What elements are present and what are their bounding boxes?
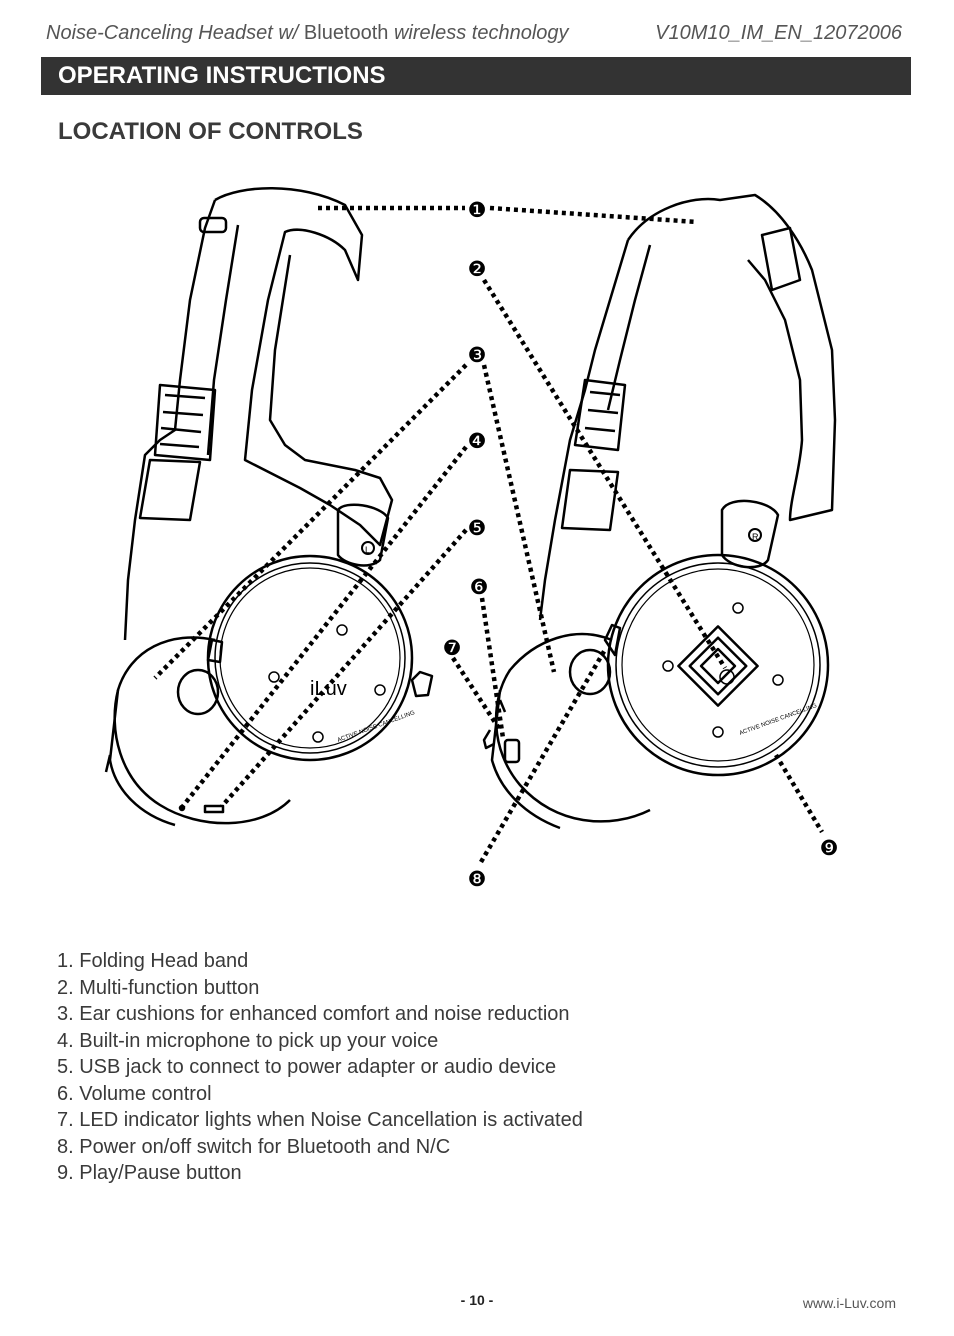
page-title: LOCATION OF CONTROLS <box>58 118 363 145</box>
callout-5: ❺ <box>468 516 487 540</box>
headset-diagram: L iLuv ACTIVE NOISE CANCELLING <box>104 187 839 891</box>
footer-website: www.i-Luv.com <box>802 1295 896 1311</box>
callout-leader-lines <box>153 205 824 864</box>
callout-6: ❻ <box>470 575 489 599</box>
right-headset-illustration: R ACTIVE NOISE CANCELLING <box>482 193 837 830</box>
left-cup-ring-text: ACTIVE NOISE CANCELLING <box>337 710 416 744</box>
controls-legend: 1. Folding Head band 2. Multi-function b… <box>57 948 583 1187</box>
callout-7: ❼ <box>443 636 462 660</box>
callout-9: ❾ <box>820 836 839 860</box>
header-doc-title: Noise-Canceling Headset w/ Bluetooth wir… <box>46 22 569 44</box>
callout-3: ❸ <box>468 343 487 367</box>
header-doc-code: V10M10_IM_EN_12072006 <box>655 22 902 44</box>
callout-2: ❷ <box>468 257 487 281</box>
legend-item: 1. Folding Head band <box>57 950 249 972</box>
callout-4: ❹ <box>468 429 487 453</box>
legend-item: 2. Multi-function button <box>57 976 260 999</box>
left-headset-illustration: L iLuv ACTIVE NOISE CANCELLING <box>104 187 434 827</box>
callout-1: ❶ <box>468 198 487 222</box>
legend-item: 5. USB jack to connect to power adapter … <box>57 1056 557 1078</box>
page-number: - 10 - <box>460 1292 494 1308</box>
left-side-mark: L <box>365 545 370 555</box>
callout-8: ❽ <box>468 867 487 891</box>
legend-item: 6. Volume control <box>57 1082 212 1105</box>
section-bar: OPERATING INSTRUCTIONS <box>41 57 911 95</box>
legend-item: 3. Ear cushions for enhanced comfort and… <box>57 1003 570 1025</box>
legend-item: 9. Play/Pause button <box>57 1162 242 1184</box>
right-side-mark: R <box>752 532 759 542</box>
legend-item: 8. Power on/off switch for Bluetooth and… <box>57 1135 451 1158</box>
section-bar-title: OPERATING INSTRUCTIONS <box>58 62 386 89</box>
legend-item: 4. Built-in microphone to pick up your v… <box>57 1029 439 1052</box>
legend-item: 7. LED indicator lights when Noise Cance… <box>57 1109 583 1131</box>
